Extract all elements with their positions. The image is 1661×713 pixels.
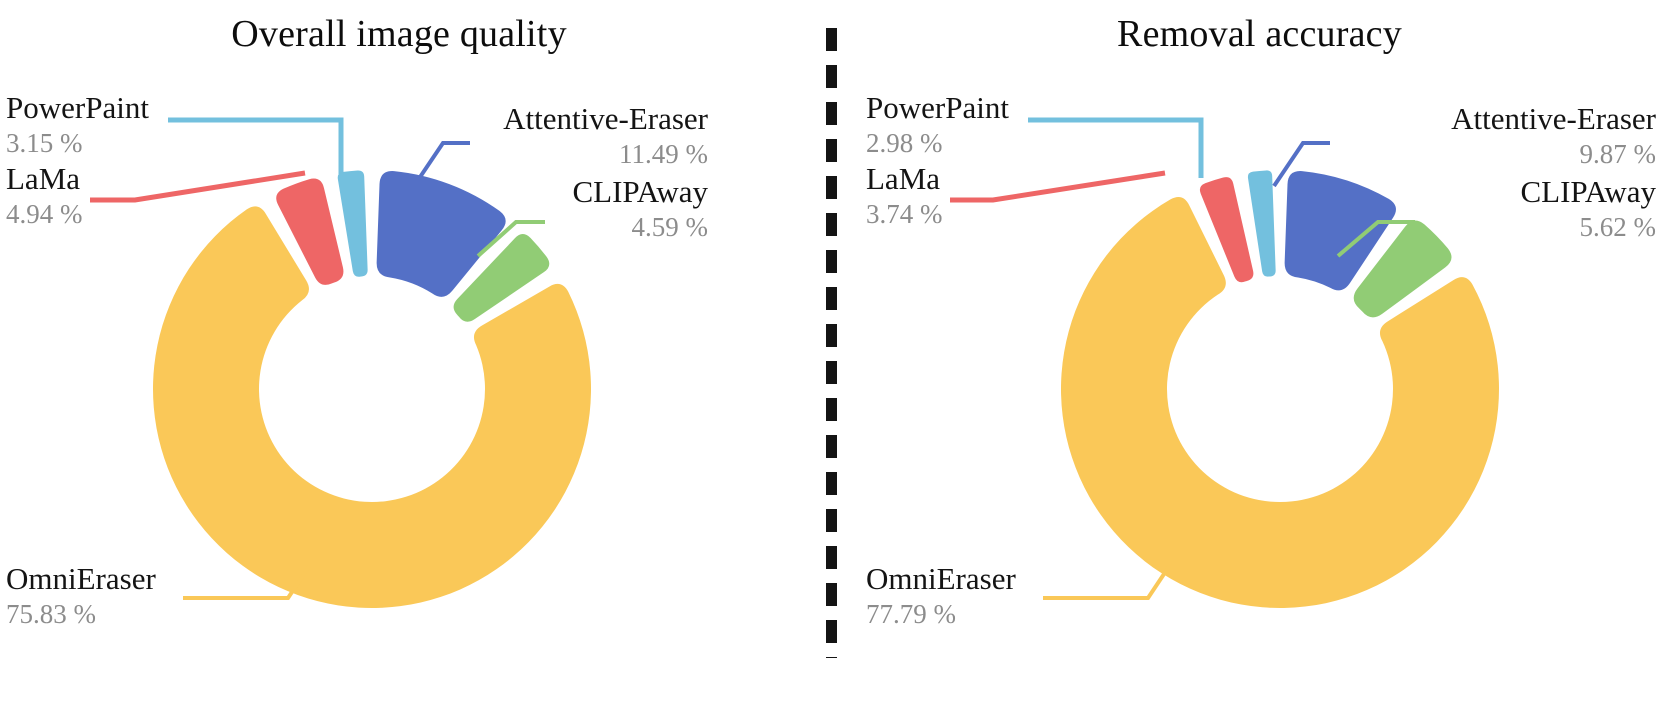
label-name: LaMa — [6, 161, 81, 196]
label-pct: 77.79 % — [866, 599, 956, 629]
leader-line-omnieraser — [1043, 563, 1172, 600]
donut-slice-powerpaint — [337, 170, 368, 277]
donut-slices-right — [1061, 170, 1499, 608]
leader-line-lama — [90, 170, 306, 203]
panel-removal-accuracy: Removal accuracy PowerPaint 2.98 % LaMa … — [830, 0, 1661, 713]
label-pct: 4.59 % — [631, 212, 709, 242]
label-pct: 9.87 % — [1579, 139, 1657, 169]
label-attentive-eraser-right: Attentive-Eraser 9.87 % — [1451, 103, 1656, 168]
leader-lines-left — [90, 117, 545, 600]
donut-slice-omnieraser — [1061, 196, 1499, 608]
panel-divider-dashed — [826, 28, 837, 658]
donut-slice-lama — [1199, 177, 1254, 283]
donut-slice-omnieraser — [152, 206, 591, 608]
chart-title-left: Overall image quality — [231, 13, 567, 55]
donut-slice-attentive-eraser — [376, 171, 506, 297]
label-omnieraser-left: OmniEraser 75.83 % — [6, 563, 156, 628]
label-pct: 4.94 % — [6, 199, 83, 229]
label-attentive-eraser-left: Attentive-Eraser 11.49 % — [503, 103, 708, 168]
donut-slice-attentive-eraser — [1284, 171, 1396, 291]
label-lama-right: LaMa 3.74 % — [866, 163, 943, 228]
leader-line-attentive — [412, 141, 470, 188]
label-name: LaMa — [866, 161, 941, 196]
label-name: OmniEraser — [866, 561, 1016, 596]
donut-slice-clipaway — [1353, 220, 1452, 318]
label-powerpaint-left: PowerPaint 3.15 % — [6, 92, 149, 157]
leader-line-lama — [950, 170, 1166, 203]
leader-line-omnieraser — [183, 563, 312, 600]
label-name: PowerPaint — [6, 90, 149, 125]
donut-slice-lama — [276, 178, 344, 285]
label-name: PowerPaint — [866, 90, 1009, 125]
donut-slice-clipaway — [453, 234, 550, 322]
leader-line-powerpaint — [168, 117, 344, 178]
label-name: OmniEraser — [6, 561, 156, 596]
leader-line-attentive — [1272, 141, 1330, 188]
label-pct: 3.15 % — [6, 128, 83, 158]
leader-line-clipaway — [1336, 220, 1415, 258]
label-pct: 3.74 % — [866, 199, 943, 229]
chart-title-right: Removal accuracy — [1117, 13, 1402, 55]
donut-slice-powerpaint — [1247, 170, 1276, 277]
label-name: CLIPAway — [572, 174, 708, 209]
label-pct: 75.83 % — [6, 599, 96, 629]
label-pct: 5.62 % — [1579, 212, 1657, 242]
donut-chart-left — [90, 117, 591, 608]
panel-overall-image-quality: Overall image quality PowerPaint 3.15 % … — [0, 0, 830, 713]
label-name: CLIPAway — [1520, 174, 1656, 209]
label-name: Attentive-Eraser — [503, 101, 708, 136]
leader-line-powerpaint — [1028, 117, 1204, 178]
label-pct: 11.49 % — [619, 139, 708, 169]
label-clipaway-right: CLIPAway 5.62 % — [1520, 176, 1656, 241]
leader-line-clipaway — [476, 220, 545, 258]
label-powerpaint-right: PowerPaint 2.98 % — [866, 92, 1009, 157]
label-pct: 2.98 % — [866, 128, 943, 158]
label-clipaway-left: CLIPAway 4.59 % — [572, 176, 708, 241]
donut-chart-right — [950, 117, 1499, 608]
donut-slices-left — [152, 170, 591, 608]
label-lama-left: LaMa 4.94 % — [6, 163, 83, 228]
label-omnieraser-right: OmniEraser 77.79 % — [866, 563, 1016, 628]
label-name: Attentive-Eraser — [1451, 101, 1656, 136]
leader-lines-right — [950, 117, 1415, 600]
